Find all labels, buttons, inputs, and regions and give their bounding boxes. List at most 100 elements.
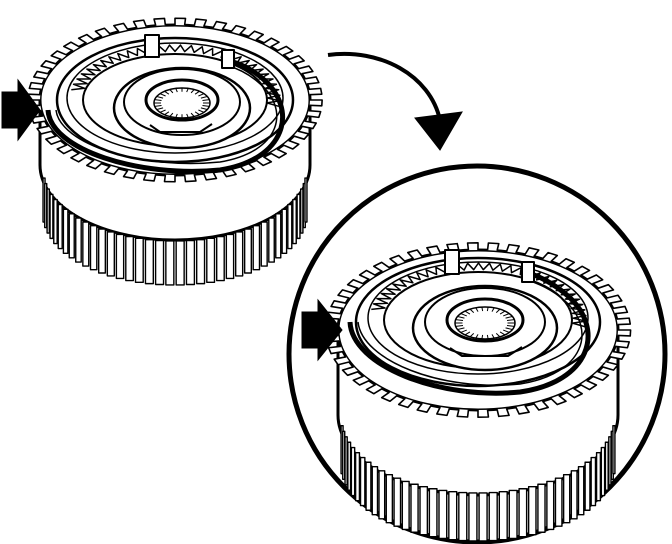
gear-tooth bbox=[94, 27, 111, 38]
gear-tooth bbox=[609, 350, 626, 361]
bore-spline bbox=[457, 327, 465, 330]
bore-spline bbox=[200, 107, 208, 110]
bore-spline bbox=[198, 93, 205, 97]
bore-spline bbox=[159, 109, 166, 113]
gear-tooth bbox=[592, 370, 610, 382]
bore-spline bbox=[169, 112, 174, 117]
gear-tooth bbox=[533, 400, 550, 411]
gear-tooth bbox=[306, 109, 322, 119]
gear-tooth bbox=[373, 261, 391, 273]
gear-side-tooth bbox=[554, 477, 563, 527]
gear-tooth bbox=[301, 120, 317, 130]
gear-tooth bbox=[573, 265, 591, 277]
gear-tooth bbox=[406, 249, 423, 260]
gear-side-tooth bbox=[62, 208, 69, 255]
gear-side-tooth bbox=[175, 240, 185, 286]
bore-spline bbox=[164, 111, 170, 116]
gear-tooth bbox=[505, 243, 520, 254]
gear-tooth bbox=[524, 247, 540, 258]
gear-detail-hub-slot bbox=[449, 346, 523, 357]
gear-tooth bbox=[40, 60, 57, 70]
gear-side-tooth bbox=[53, 198, 58, 245]
gear-tooth bbox=[276, 45, 294, 56]
gear-tooth bbox=[153, 17, 167, 26]
gear-detail-bore-splines bbox=[455, 306, 515, 340]
gear-side-tooth bbox=[154, 239, 165, 286]
gear-side-tooth bbox=[195, 238, 206, 285]
gear-tooth bbox=[550, 394, 567, 406]
gear-side-tooth bbox=[82, 221, 90, 267]
gear-tooth bbox=[103, 165, 120, 176]
gear-side-tooth bbox=[371, 465, 379, 516]
gear-overview-snap-spring-inner bbox=[55, 65, 278, 165]
gear-tooth bbox=[477, 409, 490, 418]
gear-side-tooth bbox=[46, 188, 51, 234]
gear-side-tooth bbox=[304, 177, 308, 223]
bore-spline bbox=[455, 319, 464, 322]
gear-side-tooth bbox=[57, 203, 63, 250]
spring-end-pointer-detail-arrow bbox=[301, 298, 343, 362]
gear-overview-inner-teeth bbox=[71, 44, 281, 108]
gear-tooth bbox=[616, 317, 632, 326]
gear-tooth bbox=[416, 402, 432, 413]
bore-spline bbox=[503, 313, 510, 317]
gear-side-tooth bbox=[508, 489, 518, 540]
gear-side-tooth bbox=[518, 488, 528, 538]
gear-overview-key-right bbox=[221, 49, 235, 69]
gear-tooth bbox=[193, 18, 208, 28]
gear-tooth bbox=[212, 20, 228, 31]
gear-detail-side-teeth bbox=[340, 424, 616, 542]
gear-tooth bbox=[247, 30, 264, 41]
gear-side-tooth bbox=[468, 492, 478, 542]
gear-side-tooth bbox=[428, 488, 438, 538]
bore-spline bbox=[175, 113, 178, 118]
bore-spline bbox=[159, 93, 166, 97]
gear-side-tooth bbox=[296, 193, 301, 240]
gear-side-tooth bbox=[584, 461, 591, 511]
gear-tooth bbox=[456, 409, 470, 418]
bore-spline bbox=[186, 88, 189, 93]
gear-tooth bbox=[122, 169, 138, 180]
gear-side-tooth bbox=[448, 490, 458, 541]
bore-spline bbox=[481, 334, 484, 340]
gear-tooth bbox=[33, 70, 49, 80]
gear-side-tooth bbox=[527, 485, 537, 536]
bore-spline bbox=[460, 329, 467, 333]
gear-tooth bbox=[62, 41, 80, 52]
gear-side-tooth bbox=[359, 456, 366, 507]
gear-tooth bbox=[36, 125, 53, 135]
gear-tooth bbox=[28, 81, 44, 91]
gear-side-tooth bbox=[577, 465, 585, 516]
gear-tooth bbox=[617, 329, 632, 337]
gear-side-tooth bbox=[347, 441, 352, 491]
gear-side-tooth bbox=[252, 225, 261, 271]
gear-tooth bbox=[486, 242, 500, 251]
bore-spline bbox=[460, 313, 467, 317]
bore-spline bbox=[464, 310, 471, 315]
bore-spline bbox=[499, 310, 506, 315]
gear-side-tooth bbox=[275, 213, 282, 259]
gear-side-tooth bbox=[115, 233, 125, 280]
gear-side-tooth bbox=[365, 461, 372, 511]
gear-detail-snap-spring bbox=[347, 269, 591, 396]
gear-tooth bbox=[113, 22, 129, 33]
gear-side-tooth bbox=[134, 237, 144, 284]
gear-side-tooth bbox=[612, 424, 616, 475]
bore-spline bbox=[202, 99, 210, 101]
gear-side-tooth bbox=[260, 221, 268, 267]
gear-side-tooth bbox=[393, 477, 402, 527]
gear-side-tooth bbox=[590, 456, 597, 507]
bore-spline bbox=[503, 329, 510, 333]
gear-side-tooth bbox=[344, 436, 348, 486]
gear-tooth bbox=[597, 283, 615, 294]
gear-side-tooth bbox=[125, 235, 135, 282]
gear-side-tooth bbox=[68, 213, 75, 259]
bore-spline bbox=[154, 105, 162, 107]
bore-spline bbox=[169, 89, 174, 94]
gear-tooth bbox=[45, 135, 62, 145]
gear-tooth bbox=[262, 37, 280, 48]
gear-side-tooth bbox=[438, 489, 448, 540]
gear-tooth bbox=[365, 383, 383, 395]
gear-tooth bbox=[330, 299, 347, 310]
